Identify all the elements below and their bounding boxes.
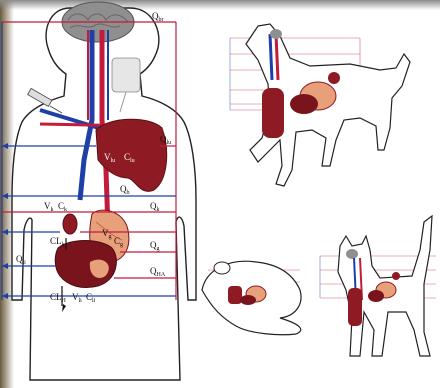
dog-panel: [320, 216, 436, 356]
rat-panel: [202, 261, 301, 334]
rat-lung: [228, 286, 242, 304]
dog-lung: [348, 288, 362, 326]
rat-ear: [214, 262, 230, 274]
horse-liver: [290, 94, 318, 114]
horse-lung: [262, 88, 284, 138]
human-figure: [2, 2, 196, 380]
horse-kidney: [328, 72, 340, 84]
rat-liver: [240, 295, 256, 305]
kidney-organ: [63, 214, 77, 234]
dog-brain: [346, 249, 358, 259]
dog-liver: [368, 290, 384, 302]
horse-vessel-vein: [270, 34, 272, 80]
dog-kidney: [392, 272, 400, 280]
horse-brain: [270, 29, 282, 39]
horse-vessel-artery: [276, 34, 278, 80]
horse-panel: [230, 24, 410, 186]
